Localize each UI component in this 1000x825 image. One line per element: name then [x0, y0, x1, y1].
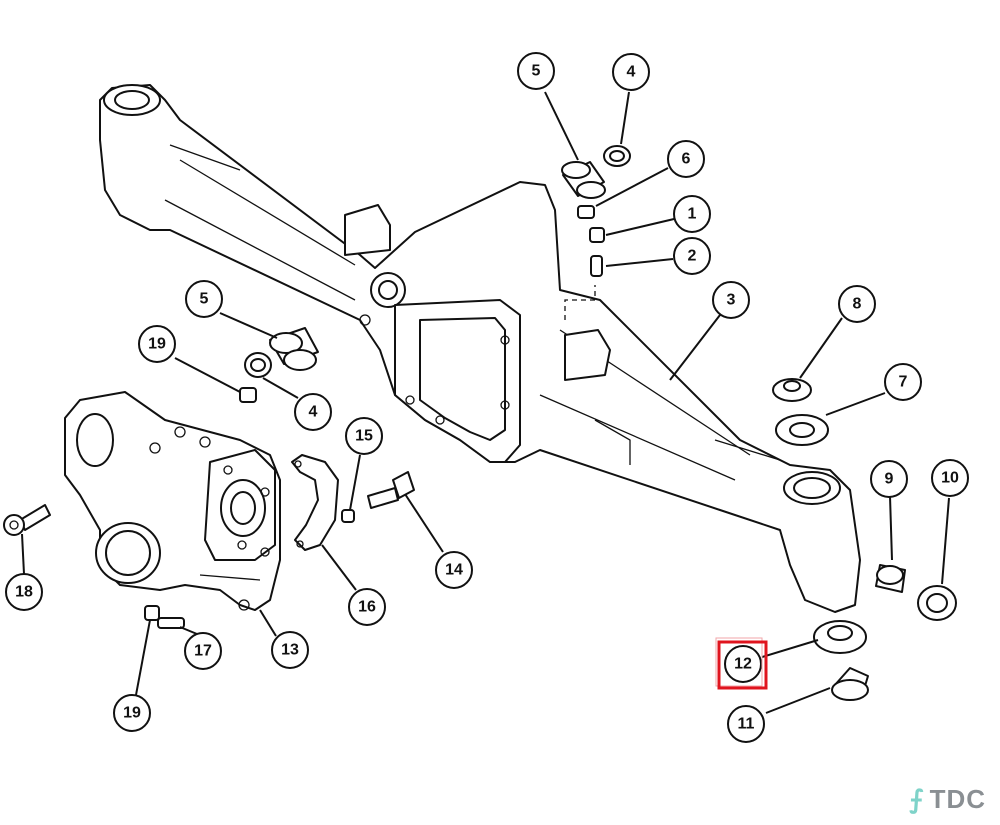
- svg-text:13: 13: [281, 642, 299, 659]
- callout-7: 7: [884, 363, 922, 401]
- callout-2: 2: [673, 237, 711, 275]
- callout-8: 8: [838, 285, 876, 323]
- svg-text:5: 5: [200, 291, 209, 308]
- svg-text:6: 6: [682, 151, 691, 168]
- seal-4-top: [603, 145, 631, 167]
- logo-text: TDC: [929, 784, 986, 814]
- svg-text:19: 19: [148, 336, 166, 353]
- highlight-box-12: [715, 637, 768, 690]
- callout-4-left: 4: [294, 393, 332, 431]
- svg-text:15: 15: [355, 428, 373, 445]
- tdc-logo: ⨍ TDC: [909, 784, 986, 815]
- callout-1: 1: [673, 195, 711, 233]
- svg-text:9: 9: [885, 471, 894, 488]
- pin-17: [157, 617, 185, 629]
- axle-beam: [99, 84, 861, 613]
- svg-text:4: 4: [309, 404, 318, 421]
- callout-5-top: 5: [517, 52, 555, 90]
- callout-6: 6: [667, 140, 705, 178]
- svg-text:19: 19: [123, 705, 141, 722]
- svg-text:8: 8: [853, 296, 862, 313]
- callout-19-bottom: 19: [113, 694, 151, 732]
- svg-text:7: 7: [899, 374, 908, 391]
- svg-text:1: 1: [688, 206, 697, 223]
- svg-text:14: 14: [445, 562, 463, 579]
- callout-11: 11: [727, 705, 765, 743]
- bushing-5-top: [561, 161, 606, 199]
- callout-10: 10: [931, 459, 969, 497]
- svg-text:17: 17: [194, 643, 212, 660]
- bushing-9: [875, 564, 906, 593]
- washer-12: [813, 620, 867, 654]
- callout-13: 13: [271, 631, 309, 669]
- callout-17: 17: [184, 632, 222, 670]
- callout-5-left: 5: [185, 280, 223, 318]
- pivot-housing: [64, 391, 281, 611]
- seal-4-left: [244, 352, 272, 378]
- callout-3: 3: [712, 281, 750, 319]
- spacer-15: [341, 509, 355, 523]
- tdc-logo-icon: ⨍: [908, 784, 924, 815]
- pin-2: [590, 255, 603, 277]
- setscrew-19-bottom: [144, 605, 160, 621]
- callout-19-top: 19: [138, 325, 176, 363]
- bushing-5-left: [269, 327, 319, 371]
- svg-text:2: 2: [688, 248, 697, 265]
- svg-text:11: 11: [738, 716, 755, 733]
- svg-text:18: 18: [15, 584, 33, 601]
- callout-16: 16: [348, 588, 386, 626]
- svg-text:16: 16: [358, 599, 376, 616]
- callout-12: 12: [724, 645, 762, 683]
- cone-11: [831, 667, 869, 701]
- clamp-16: [291, 454, 339, 551]
- washer-8: [772, 378, 812, 402]
- leader-lines: [21, 91, 950, 714]
- callout-14: 14: [435, 551, 473, 589]
- svg-text:4: 4: [627, 64, 636, 81]
- callout-18: 18: [5, 573, 43, 611]
- svg-text:3: 3: [727, 292, 736, 309]
- grease-fitting-6: [577, 205, 595, 219]
- bolt-18: [3, 504, 51, 536]
- svg-text:5: 5: [532, 63, 541, 80]
- callout-4-top: 4: [612, 53, 650, 91]
- seal-10: [917, 585, 957, 621]
- setscrew-19-top: [239, 387, 257, 403]
- bolt-14: [367, 471, 415, 509]
- washer-7: [775, 414, 829, 446]
- callout-9: 9: [870, 460, 908, 498]
- plug-1: [589, 227, 605, 243]
- callout-15: 15: [345, 417, 383, 455]
- svg-text:12: 12: [734, 656, 752, 673]
- svg-text:10: 10: [941, 470, 959, 487]
